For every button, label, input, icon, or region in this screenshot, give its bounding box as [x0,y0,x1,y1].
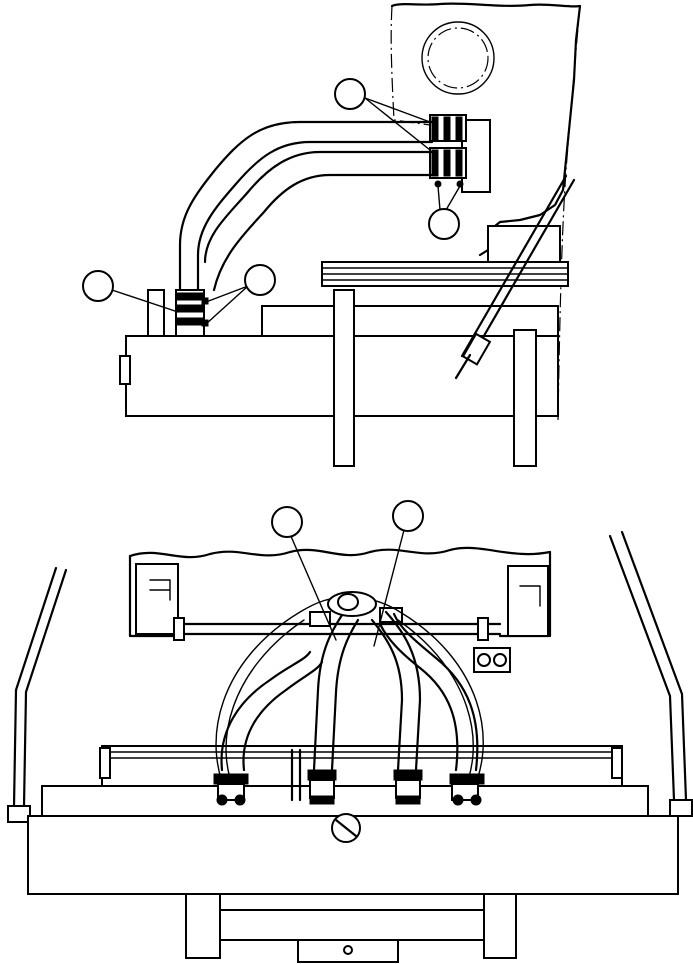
top-view [7,500,693,963]
right-break-line [557,5,581,421]
wire-loop-right [361,597,484,797]
mount-left [185,893,221,959]
callout-1 [334,78,366,110]
hose-clamp-upper-1 [431,116,439,142]
callout-3 [82,270,114,302]
callout-2 [428,208,460,240]
callout-5 [271,506,303,538]
support-leg-right [513,329,537,467]
support-leg-left [333,289,355,467]
side-view [82,2,582,467]
hose-clamp-upper-2 [431,149,439,177]
mount-right [483,893,517,959]
coolant-hose-inner [203,150,434,264]
hose-clamps-lower [213,769,485,806]
callout-4 [244,264,276,296]
hose-2 [312,610,346,772]
callout-6 [392,500,424,532]
coolant-hose-outer [178,120,434,297]
left-strut [12,566,58,808]
top-break-line [128,546,552,559]
engine-pulley [421,21,495,95]
hose-3 [370,618,404,772]
right-strut [608,534,676,802]
dipstick-tube [468,178,576,362]
hose-4 [378,622,459,772]
hose-1 [220,650,312,772]
wire-loop-left [215,597,345,797]
